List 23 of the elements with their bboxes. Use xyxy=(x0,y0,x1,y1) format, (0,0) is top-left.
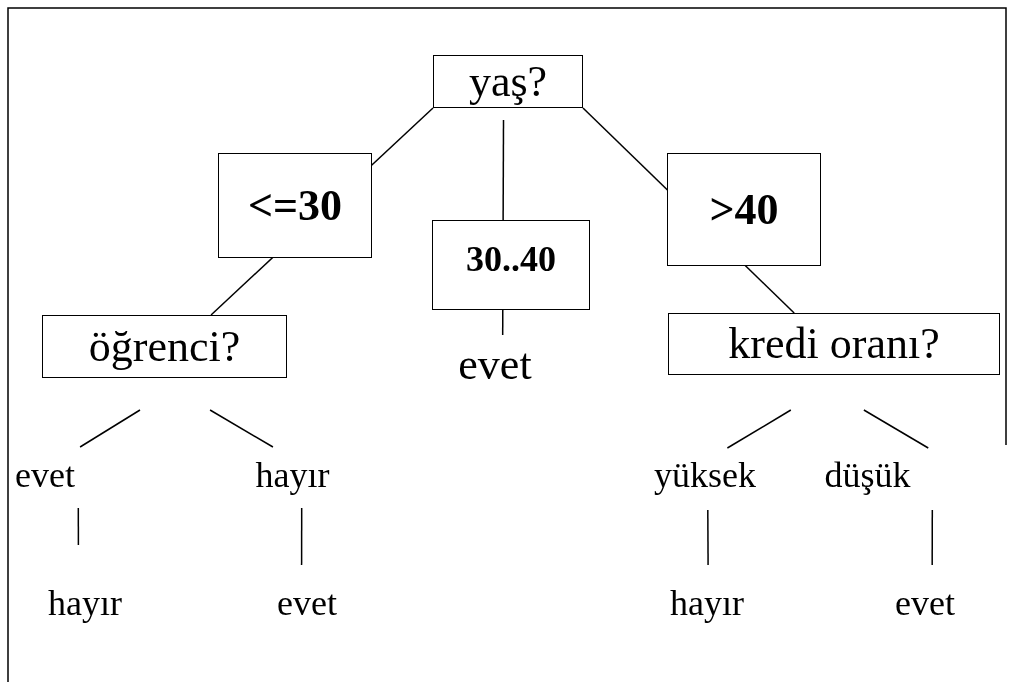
leaf-label: evet xyxy=(277,585,337,621)
leaf-label: hayır xyxy=(48,585,122,621)
branch-value: yüksek xyxy=(654,457,756,493)
edge-label: <=30 xyxy=(218,153,372,258)
decision-box: kredi oranı? xyxy=(668,313,1000,375)
branch-value: evet xyxy=(15,457,75,493)
tree-branch-line xyxy=(209,409,274,448)
tree-branch-line xyxy=(300,507,303,566)
tree-branch-line xyxy=(726,409,792,449)
branch-value: hayır xyxy=(255,457,330,493)
tree-branch-line xyxy=(77,507,80,546)
decision-box: yaş? xyxy=(433,55,583,108)
edge-label: 30..40 xyxy=(432,220,590,310)
tree-branch-line xyxy=(863,409,929,449)
leaf-label: hayır xyxy=(670,585,744,621)
leaf-label: evet xyxy=(895,585,955,621)
tree-branch-line xyxy=(707,509,709,566)
tree-branch-line xyxy=(931,509,934,566)
edge-label: >40 xyxy=(667,153,821,266)
tree-branch-line xyxy=(79,409,141,448)
leaf-label: evet xyxy=(458,343,532,387)
branch-value: düşük xyxy=(824,457,911,493)
decision-box: öğrenci? xyxy=(42,315,287,378)
